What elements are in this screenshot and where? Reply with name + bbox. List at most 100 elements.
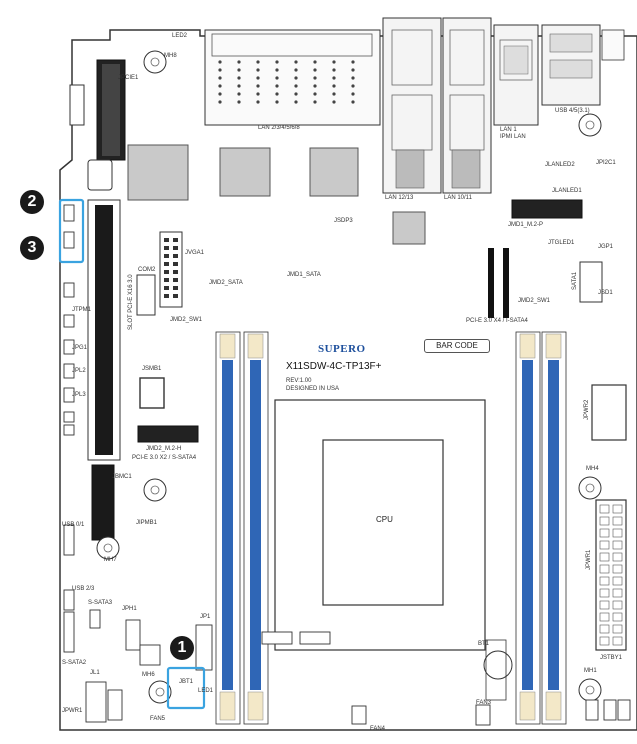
bottom-header xyxy=(261,631,293,645)
lan-pin xyxy=(294,76,298,80)
bottom-header xyxy=(107,689,123,721)
dimm-slots-right xyxy=(515,331,567,725)
lan-pin xyxy=(332,60,336,64)
callout-badge-2: 2 xyxy=(20,190,44,214)
label-jmd1-m2-p: JMD1_M.2-P xyxy=(508,222,544,228)
jvga1-header xyxy=(159,231,183,308)
edge-header xyxy=(63,387,75,403)
edge-header xyxy=(63,611,75,653)
lan-pin xyxy=(294,60,298,64)
mount-hole xyxy=(96,536,120,560)
vga-pin xyxy=(164,286,169,290)
mount-hole xyxy=(148,680,172,704)
power-pin xyxy=(612,624,623,634)
lan-pin xyxy=(275,84,279,88)
bottom-header xyxy=(617,699,631,721)
callout-badge-1: 1 xyxy=(170,636,194,660)
lan-10-11-jack xyxy=(442,17,492,194)
lan-pin xyxy=(237,84,241,88)
mount-hole-center xyxy=(150,57,160,67)
dimm-latch-bottom-right-1 xyxy=(545,691,562,721)
lan-pin xyxy=(294,84,298,88)
label-com2: COM2 xyxy=(138,267,156,273)
lan-pin xyxy=(313,92,317,96)
label-lan-10-11: LAN 10/11 xyxy=(444,195,472,201)
lan-pin xyxy=(313,84,317,88)
chip-2 xyxy=(219,147,271,197)
mount-hole xyxy=(578,678,602,702)
label-usb-4-5: USB 4/5(3.1) xyxy=(555,108,590,114)
lan-pin xyxy=(332,100,336,104)
dimm-slots-left xyxy=(215,331,269,725)
lan-pin xyxy=(332,84,336,88)
power-pin xyxy=(612,540,623,550)
mount-hole xyxy=(143,478,167,502)
lan-pin xyxy=(275,76,279,80)
label-jtgled1: JTGLED1 xyxy=(548,240,575,246)
dimm-latch-top-right-1 xyxy=(545,333,562,359)
power-pin xyxy=(612,564,623,574)
label-mh8: MH8 xyxy=(164,53,177,59)
lan-pin xyxy=(237,92,241,96)
label-jsmb1: JSMB1 xyxy=(142,366,162,372)
label-jmd2-sw1: JMD2_SW1 xyxy=(170,317,203,323)
vga-pin xyxy=(173,270,178,274)
vga-pin xyxy=(164,238,169,242)
com2-header xyxy=(136,274,156,316)
label-jstby1: JSTBY1 xyxy=(600,655,623,661)
barcode-label: BAR CODE xyxy=(424,339,490,353)
label-jpwr1: JPWR1 xyxy=(62,708,83,714)
power-pin xyxy=(599,540,610,550)
board-outline xyxy=(59,29,637,731)
lan-pin xyxy=(275,68,279,72)
usb-4-5-connector xyxy=(541,24,601,106)
power-pin xyxy=(612,588,623,598)
edge-header xyxy=(63,589,75,611)
vga-pin xyxy=(173,278,178,282)
lan-pin xyxy=(313,76,317,80)
lan-pin xyxy=(351,60,355,64)
lan-pin xyxy=(275,60,279,64)
lan-pin xyxy=(256,92,260,96)
label-jpl3: JPL3 xyxy=(72,392,86,398)
lan-pin xyxy=(218,68,222,72)
vga-pin xyxy=(173,238,178,242)
dimm-slot-right-0 xyxy=(522,360,533,690)
lan-pin xyxy=(351,92,355,96)
vga-pin xyxy=(164,262,169,266)
bottom-header xyxy=(139,644,161,666)
label-jipmb1: JIPMB1 xyxy=(136,520,158,526)
lan-pin xyxy=(218,92,222,96)
bottom-header xyxy=(195,624,213,671)
bottom-header xyxy=(125,619,141,651)
chip-3 xyxy=(309,147,359,197)
label-fan3: FAN3 xyxy=(476,700,492,706)
lan-pin xyxy=(332,76,336,80)
mount-hole xyxy=(578,476,602,500)
label-ssata2: S-SATA2 xyxy=(62,660,87,666)
label-jlanled2: JLANLED2 xyxy=(545,162,575,168)
label-pcie-x16: SLOT PCI-E X16 3.0 xyxy=(128,274,134,330)
mount-hole xyxy=(578,113,602,137)
label-jpg1: JPG1 xyxy=(72,345,88,351)
lan-pin xyxy=(237,68,241,72)
lan-pin xyxy=(294,100,298,104)
edge-header xyxy=(63,411,75,423)
lan-pin xyxy=(256,100,260,104)
lan-pin xyxy=(313,100,317,104)
label-jl1: JL1 xyxy=(90,670,100,676)
edge-header xyxy=(89,609,101,629)
lan-pin xyxy=(275,92,279,96)
lan-pin xyxy=(351,76,355,80)
label-jpwr1-side: JPWR1 xyxy=(586,549,592,570)
lan-pin xyxy=(256,60,260,64)
callout-box-2-3 xyxy=(58,198,85,264)
power-pin xyxy=(599,564,610,574)
chip-1 xyxy=(127,144,189,201)
label-pcie-x2: PCI-E 3.0 X2 / S-SATA4 xyxy=(132,455,197,461)
power-pin xyxy=(599,576,610,586)
dimm-slot-left-1 xyxy=(250,360,261,690)
lan-pin xyxy=(256,76,260,80)
